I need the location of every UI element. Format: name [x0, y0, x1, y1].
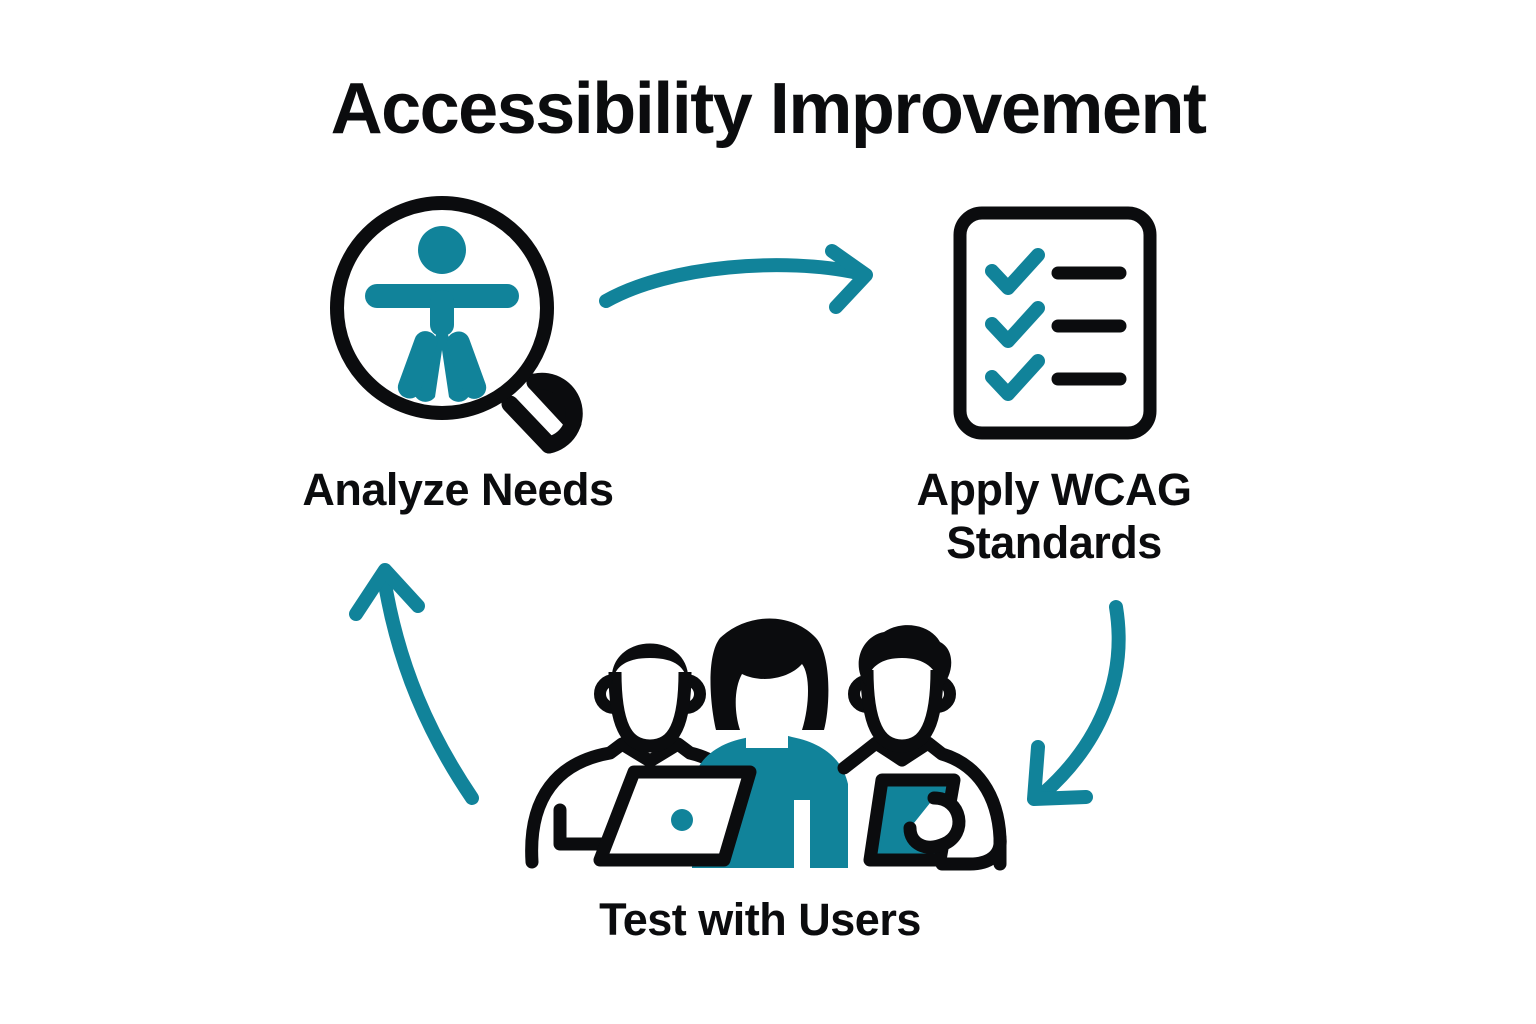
person-right	[837, 625, 1007, 871]
checklist-document-icon	[953, 206, 1157, 440]
arrow-wcag-to-test	[1000, 585, 1180, 830]
laptop-icon	[593, 765, 757, 867]
step-label-analyze-needs: Analyze Needs	[302, 464, 614, 515]
step-label-wcag-line2: Standards	[946, 517, 1162, 569]
three-people-testing-icon	[525, 618, 1007, 871]
magnifier-accessibility-icon	[330, 196, 583, 454]
step-label-apply-wcag-standards: Apply WCAG Standards	[776, 463, 1332, 569]
node-test-with-users[interactable]	[510, 612, 1020, 874]
check-icon-3	[985, 354, 1045, 401]
accessibility-person-glyph	[365, 226, 519, 402]
node-analyze-needs[interactable]	[330, 190, 600, 454]
step-label-test-with-users: Test with Users	[599, 894, 921, 945]
node-apply-wcag-standards[interactable]	[950, 205, 1175, 450]
arrow-test-to-analyze	[338, 548, 518, 813]
check-icon-1	[985, 248, 1045, 295]
page-title: Accessibility Improvement	[330, 69, 1207, 149]
check-icon-2	[985, 301, 1045, 348]
step-label-wcag-line1: Apply WCAG	[916, 464, 1192, 515]
arrow-analyze-to-wcag	[599, 244, 900, 340]
